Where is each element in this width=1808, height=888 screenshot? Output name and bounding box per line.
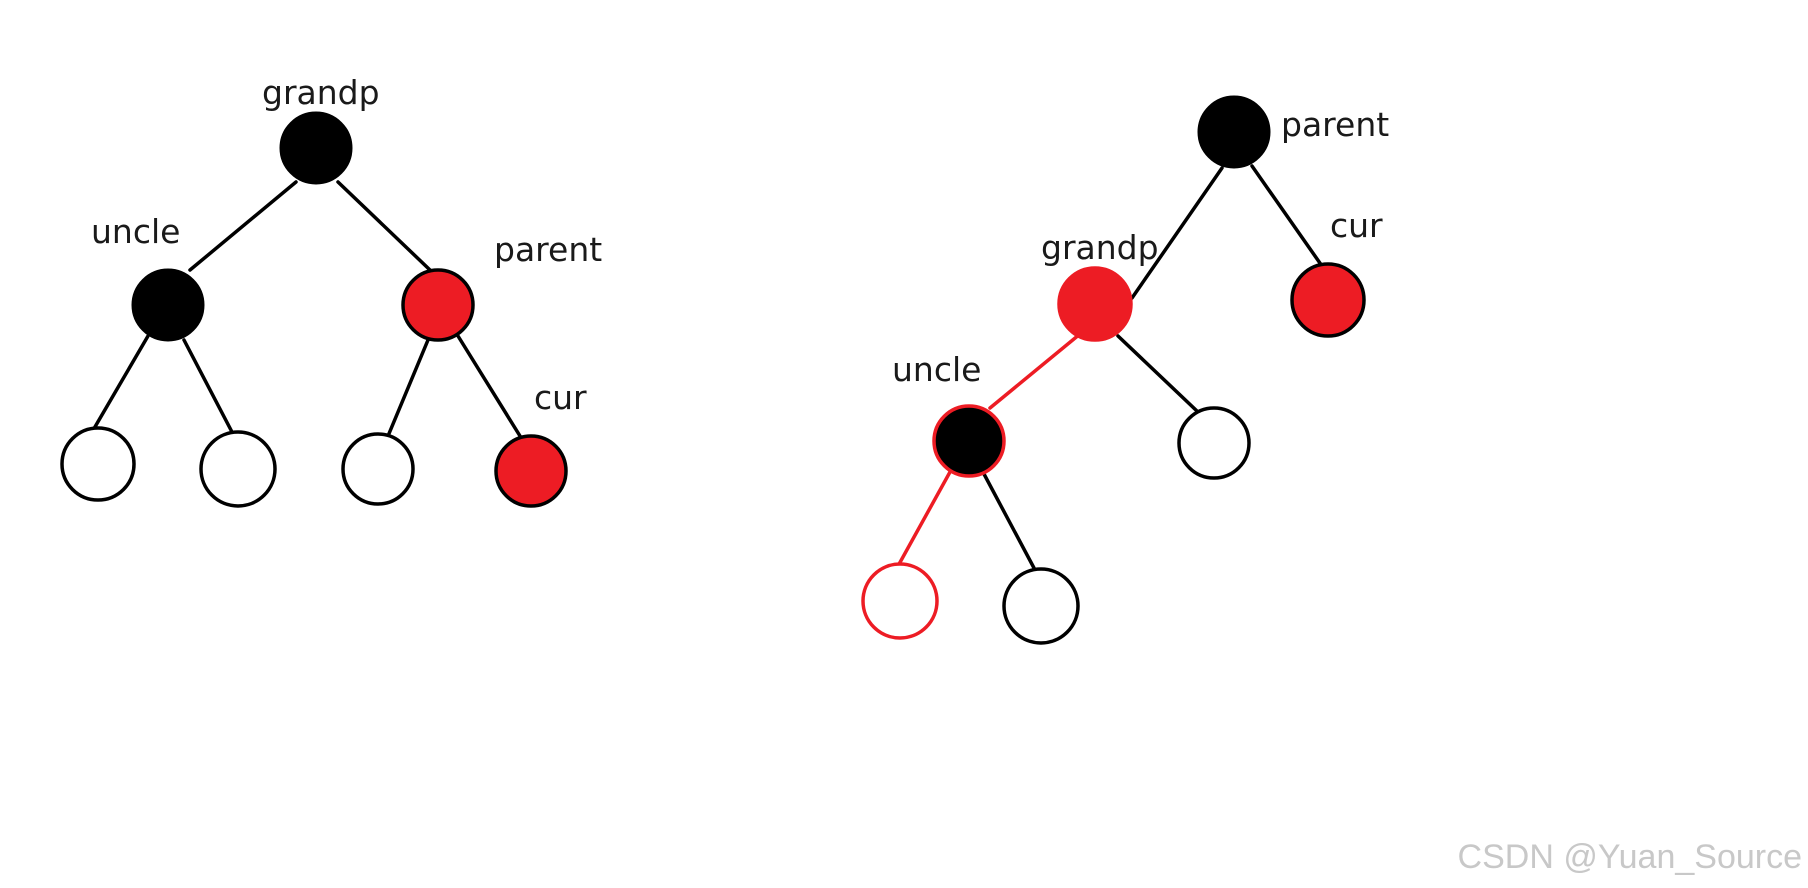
node-uncle-left-child <box>60 426 136 502</box>
edge-uncle-left-child <box>90 334 150 434</box>
node-uncle-right-child <box>1002 567 1080 645</box>
label-uncle: uncle <box>91 212 180 251</box>
edge-uncle-left-child <box>896 470 952 568</box>
node-uncle <box>932 404 1006 478</box>
tree-before-rotation: grandp uncle parent cur <box>60 73 602 508</box>
edge-parent-cur <box>456 334 522 438</box>
edge-parent-grandp <box>1130 166 1224 300</box>
node-uncle <box>131 268 205 342</box>
watermark: CSDN @Yuan_Source <box>1458 838 1802 876</box>
edge-grandp-right-child <box>1116 334 1200 414</box>
node-cur <box>1290 262 1366 338</box>
edge-grandp-uncle <box>188 180 298 272</box>
node-grandp-right-child <box>1177 406 1251 480</box>
label-parent: parent <box>1281 105 1389 144</box>
label-cur: cur <box>534 378 587 417</box>
edge-uncle-right-child <box>982 472 1036 570</box>
label-parent: parent <box>494 230 602 269</box>
edge-uncle-right-child <box>182 338 234 434</box>
node-uncle-right-child <box>199 430 277 508</box>
edge-parent-cur <box>1250 164 1324 268</box>
node-grandp <box>1057 266 1133 342</box>
node-uncle-left-child <box>861 562 939 640</box>
edge-parent-left-child <box>386 338 430 438</box>
node-parent <box>401 268 475 342</box>
edge-grandp-parent <box>336 180 432 272</box>
edge-grandp-uncle <box>988 332 1082 410</box>
label-grandp: grandp <box>262 73 380 112</box>
node-grandp <box>279 111 353 185</box>
label-grandp: grandp <box>1041 228 1159 267</box>
node-parent-left-child <box>341 432 415 506</box>
tree-after-rotation: parent grandp cur uncle <box>861 95 1389 645</box>
label-cur: cur <box>1330 206 1383 245</box>
node-cur <box>494 434 568 508</box>
label-uncle: uncle <box>892 350 981 389</box>
node-parent <box>1197 95 1271 169</box>
